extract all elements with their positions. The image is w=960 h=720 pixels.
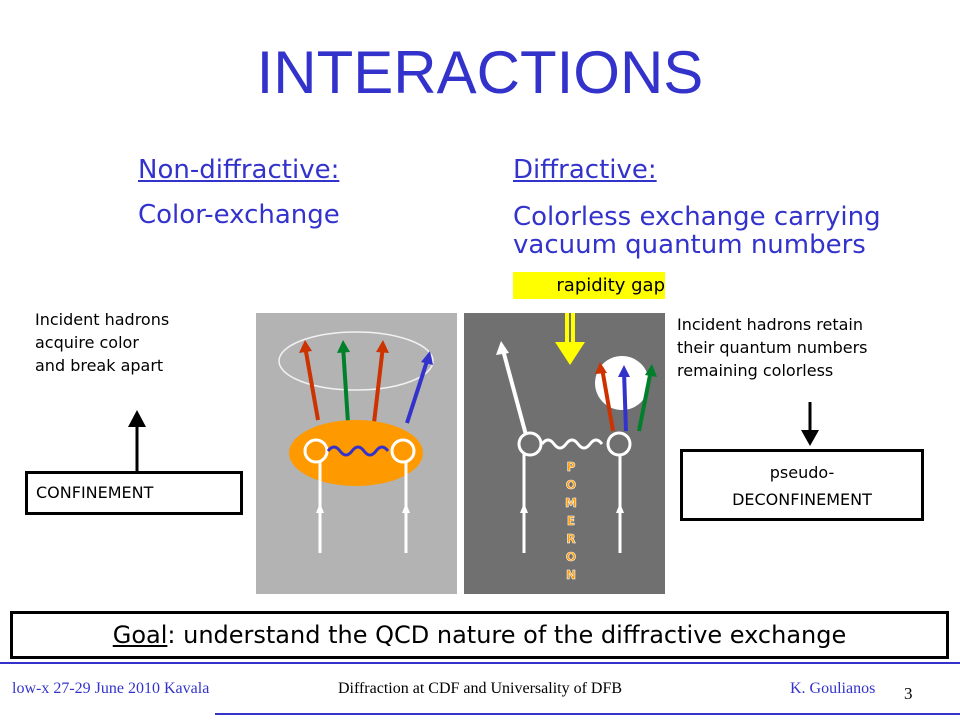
- confinement-arrow: [128, 410, 146, 474]
- left-note-line-2: acquire color: [35, 333, 139, 352]
- left-note-line-1: Incident hadrons: [35, 310, 170, 329]
- page-number: 3: [904, 684, 913, 703]
- confinement-box: CONFINEMENT: [25, 471, 243, 515]
- blue-parton: [622, 370, 628, 432]
- left-note-line-3: and break apart: [35, 356, 164, 375]
- goal-box: Goal: understand the QCD nature of the d…: [10, 611, 949, 659]
- goal-text: : understand the QCD nature of the diffr…: [167, 621, 847, 649]
- pomeron-letter: O: [566, 478, 576, 492]
- vertex-right: [606, 431, 632, 457]
- right-note-line-3: remaining colorless: [677, 361, 834, 380]
- colorless-exchange-label: Colorless exchange carrying vacuum quant…: [513, 203, 881, 259]
- footer-talk-title: Diffraction at CDF and Universality of D…: [337, 680, 623, 697]
- right-note-line-1: Incident hadrons retain: [677, 315, 864, 334]
- pomeron-letter: R: [566, 532, 575, 546]
- blue-parton: [405, 357, 430, 424]
- vertex-left: [517, 431, 543, 457]
- colorless-exchange-line-1: Colorless exchange carrying: [513, 202, 881, 232]
- deconfinement-line-1: pseudo-: [769, 463, 835, 482]
- color-exchange-blob: [289, 420, 423, 486]
- deconfinement-arrow: [801, 402, 819, 446]
- pomeron-letter: P: [567, 460, 576, 474]
- rapidity-gap-arrow: [555, 342, 585, 365]
- scattered-hadron: [501, 349, 528, 436]
- footer-event: low-x 27-29 June 2010 Kavala: [12, 680, 210, 697]
- vertex-left: [303, 438, 329, 464]
- left-note: Incident hadrons acquire color and break…: [35, 308, 169, 377]
- right-note-line-2: their quantum numbers: [677, 338, 868, 357]
- footer-author: K. Goulianos: [790, 680, 876, 697]
- colorless-exchange-line-2: vacuum quantum numbers: [513, 230, 866, 260]
- red-parton: [303, 345, 320, 421]
- gap-line-a: [565, 313, 569, 343]
- pomeron-letter: N: [566, 568, 576, 582]
- gap-line-b: [571, 313, 575, 343]
- non-diffractive-diagram: [256, 313, 457, 594]
- rapidity-gap-label: rapidity gap: [513, 272, 665, 299]
- pomeron-letter: O: [566, 550, 576, 564]
- pomeron-exchange: [540, 438, 604, 450]
- pomeron-label: P O M E R O N: [565, 460, 578, 583]
- gluon-exchange: [326, 445, 390, 457]
- deconfinement-line-2: DECONFINEMENT: [732, 490, 872, 509]
- vertex-right: [390, 438, 416, 464]
- footer-divider: [0, 662, 960, 664]
- green-parton: [637, 369, 653, 432]
- green-parton: [341, 345, 350, 424]
- outgoing-partons-ellipse: [278, 331, 434, 391]
- page-title: INTERACTIONS: [256, 39, 704, 106]
- deconfinement-box: pseudo- DECONFINEMENT: [680, 449, 924, 521]
- goal-label: Goal: [112, 621, 168, 649]
- diffractive-heading: Diffractive:: [513, 155, 657, 185]
- non-diffractive-heading: Non-diffractive:: [138, 155, 340, 185]
- diffractive-diagram: P O M E R O N: [464, 313, 665, 594]
- footer-bottom-rule: [215, 713, 960, 715]
- color-exchange-label: Color-exchange: [138, 200, 340, 230]
- red-parton: [600, 367, 615, 432]
- pomeron-letter: E: [567, 514, 575, 528]
- pomeron-letter: M: [565, 496, 577, 510]
- red-parton-2: [372, 345, 385, 424]
- right-note: Incident hadrons retain their quantum nu…: [677, 313, 867, 382]
